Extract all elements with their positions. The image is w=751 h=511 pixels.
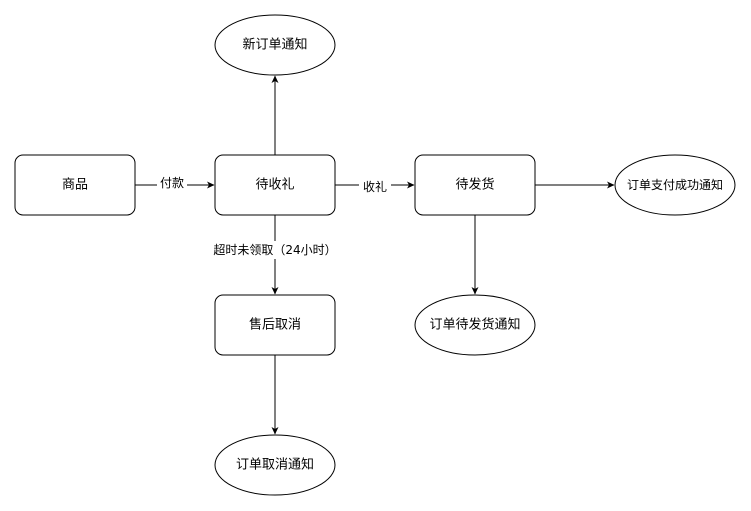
node-payment-success-notice[interactable]: 订单支付成功通知 — [614, 154, 736, 216]
edge-label-timeout-text: 超时未领取（24小时） — [213, 242, 336, 257]
node-after-sale-cancel[interactable]: 售后取消 — [214, 294, 336, 356]
node-payment-success-notice-label: 订单支付成功通知 — [627, 178, 723, 192]
edge-label-pay: 付款 — [157, 175, 187, 193]
node-goods[interactable]: 商品 — [14, 154, 136, 216]
node-after-sale-cancel-label: 售后取消 — [249, 317, 301, 333]
edge-label-receive-gift-text: 收礼 — [363, 179, 387, 194]
node-pending-receipt[interactable]: 待收礼 — [214, 154, 336, 216]
node-new-order-notice[interactable]: 新订单通知 — [214, 14, 336, 76]
edge-label-timeout: 超时未领取（24小时） — [203, 241, 347, 259]
node-new-order-notice-label: 新订单通知 — [242, 37, 307, 53]
node-order-cancel-notice[interactable]: 订单取消通知 — [214, 434, 336, 496]
node-order-cancel-notice-label: 订单取消通知 — [236, 457, 314, 473]
node-pending-shipment-label: 待发货 — [455, 177, 494, 193]
edge-label-receive-gift: 收礼 — [359, 178, 391, 196]
node-pending-shipment-notice[interactable]: 订单待发货通知 — [414, 294, 536, 356]
node-pending-receipt-label: 待收礼 — [255, 177, 294, 193]
edge-label-pay-text: 付款 — [160, 176, 184, 190]
node-pending-shipment[interactable]: 待发货 — [414, 154, 536, 216]
node-goods-label: 商品 — [62, 178, 88, 193]
node-pending-shipment-notice-label: 订单待发货通知 — [429, 317, 520, 333]
